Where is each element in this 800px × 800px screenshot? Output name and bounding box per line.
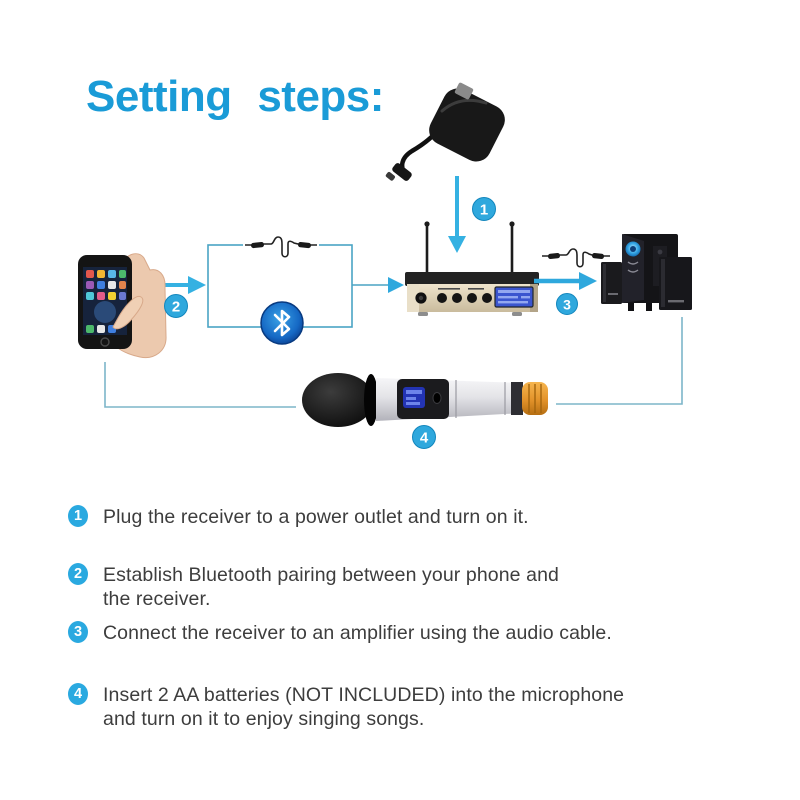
step-number-badge: 2 [68,563,88,585]
arrow-1-down [448,176,466,253]
setup-diagram: 1 2 3 4 [78,82,692,449]
power-adapter-icon [385,82,505,181]
audio-cable-icon-top [243,229,319,259]
step-text: Establish Bluetooth pairing between your… [103,563,760,611]
connector-mic-to-speakers [556,317,683,405]
svg-text:4: 4 [420,430,429,447]
phone-in-hand-icon [78,253,167,359]
page-title: Setting steps: [86,72,384,121]
diagram-badge-2: 2 [164,294,188,318]
svg-text:2: 2 [172,299,180,316]
step-item-1: 1 Plug the receiver to a power outlet an… [60,505,760,529]
arrow-3-right [534,272,597,290]
speakers-icon [601,234,692,311]
step-text-line: and turn on it to enjoy singing songs. [103,708,425,730]
connector-phone-to-mic [104,362,296,408]
bluetooth-icon [260,301,304,345]
diagram-badge-1: 1 [472,197,496,221]
svg-text:3: 3 [563,297,571,313]
step-number-badge: 3 [68,621,88,643]
step-item-4: 4 Insert 2 AA batteries (NOT INCLUDED) i… [60,683,760,731]
audio-cable-icon-right [542,248,610,268]
step-number-badge: 4 [68,683,88,705]
step-item-3: 3 Connect the receiver to an amplifier u… [60,621,760,645]
diagram-badge-4: 4 [412,425,436,449]
step-text-line: Insert 2 AA batteries (NOT INCLUDED) int… [103,684,625,706]
microphone-icon [302,373,548,427]
step-number-badge: 1 [68,505,88,527]
step-text: Plug the receiver to a power outlet and … [103,505,760,529]
diagram-badge-3: 3 [556,293,578,315]
step-text-line: Plug the receiver to a power outlet and … [103,506,529,528]
step-text: Insert 2 AA batteries (NOT INCLUDED) int… [103,683,760,731]
svg-text:1: 1 [480,202,488,219]
step-text-line: Establish Bluetooth pairing between your… [103,564,559,586]
receiver-icon [405,221,539,316]
step-text: Connect the receiver to an amplifier usi… [103,621,760,645]
arrow-box-to-receiver [352,277,404,293]
step-item-2: 2 Establish Bluetooth pairing between yo… [60,563,760,611]
step-text-line: Connect the receiver to an amplifier usi… [103,622,612,644]
step-text-line: the receiver. [103,588,211,610]
